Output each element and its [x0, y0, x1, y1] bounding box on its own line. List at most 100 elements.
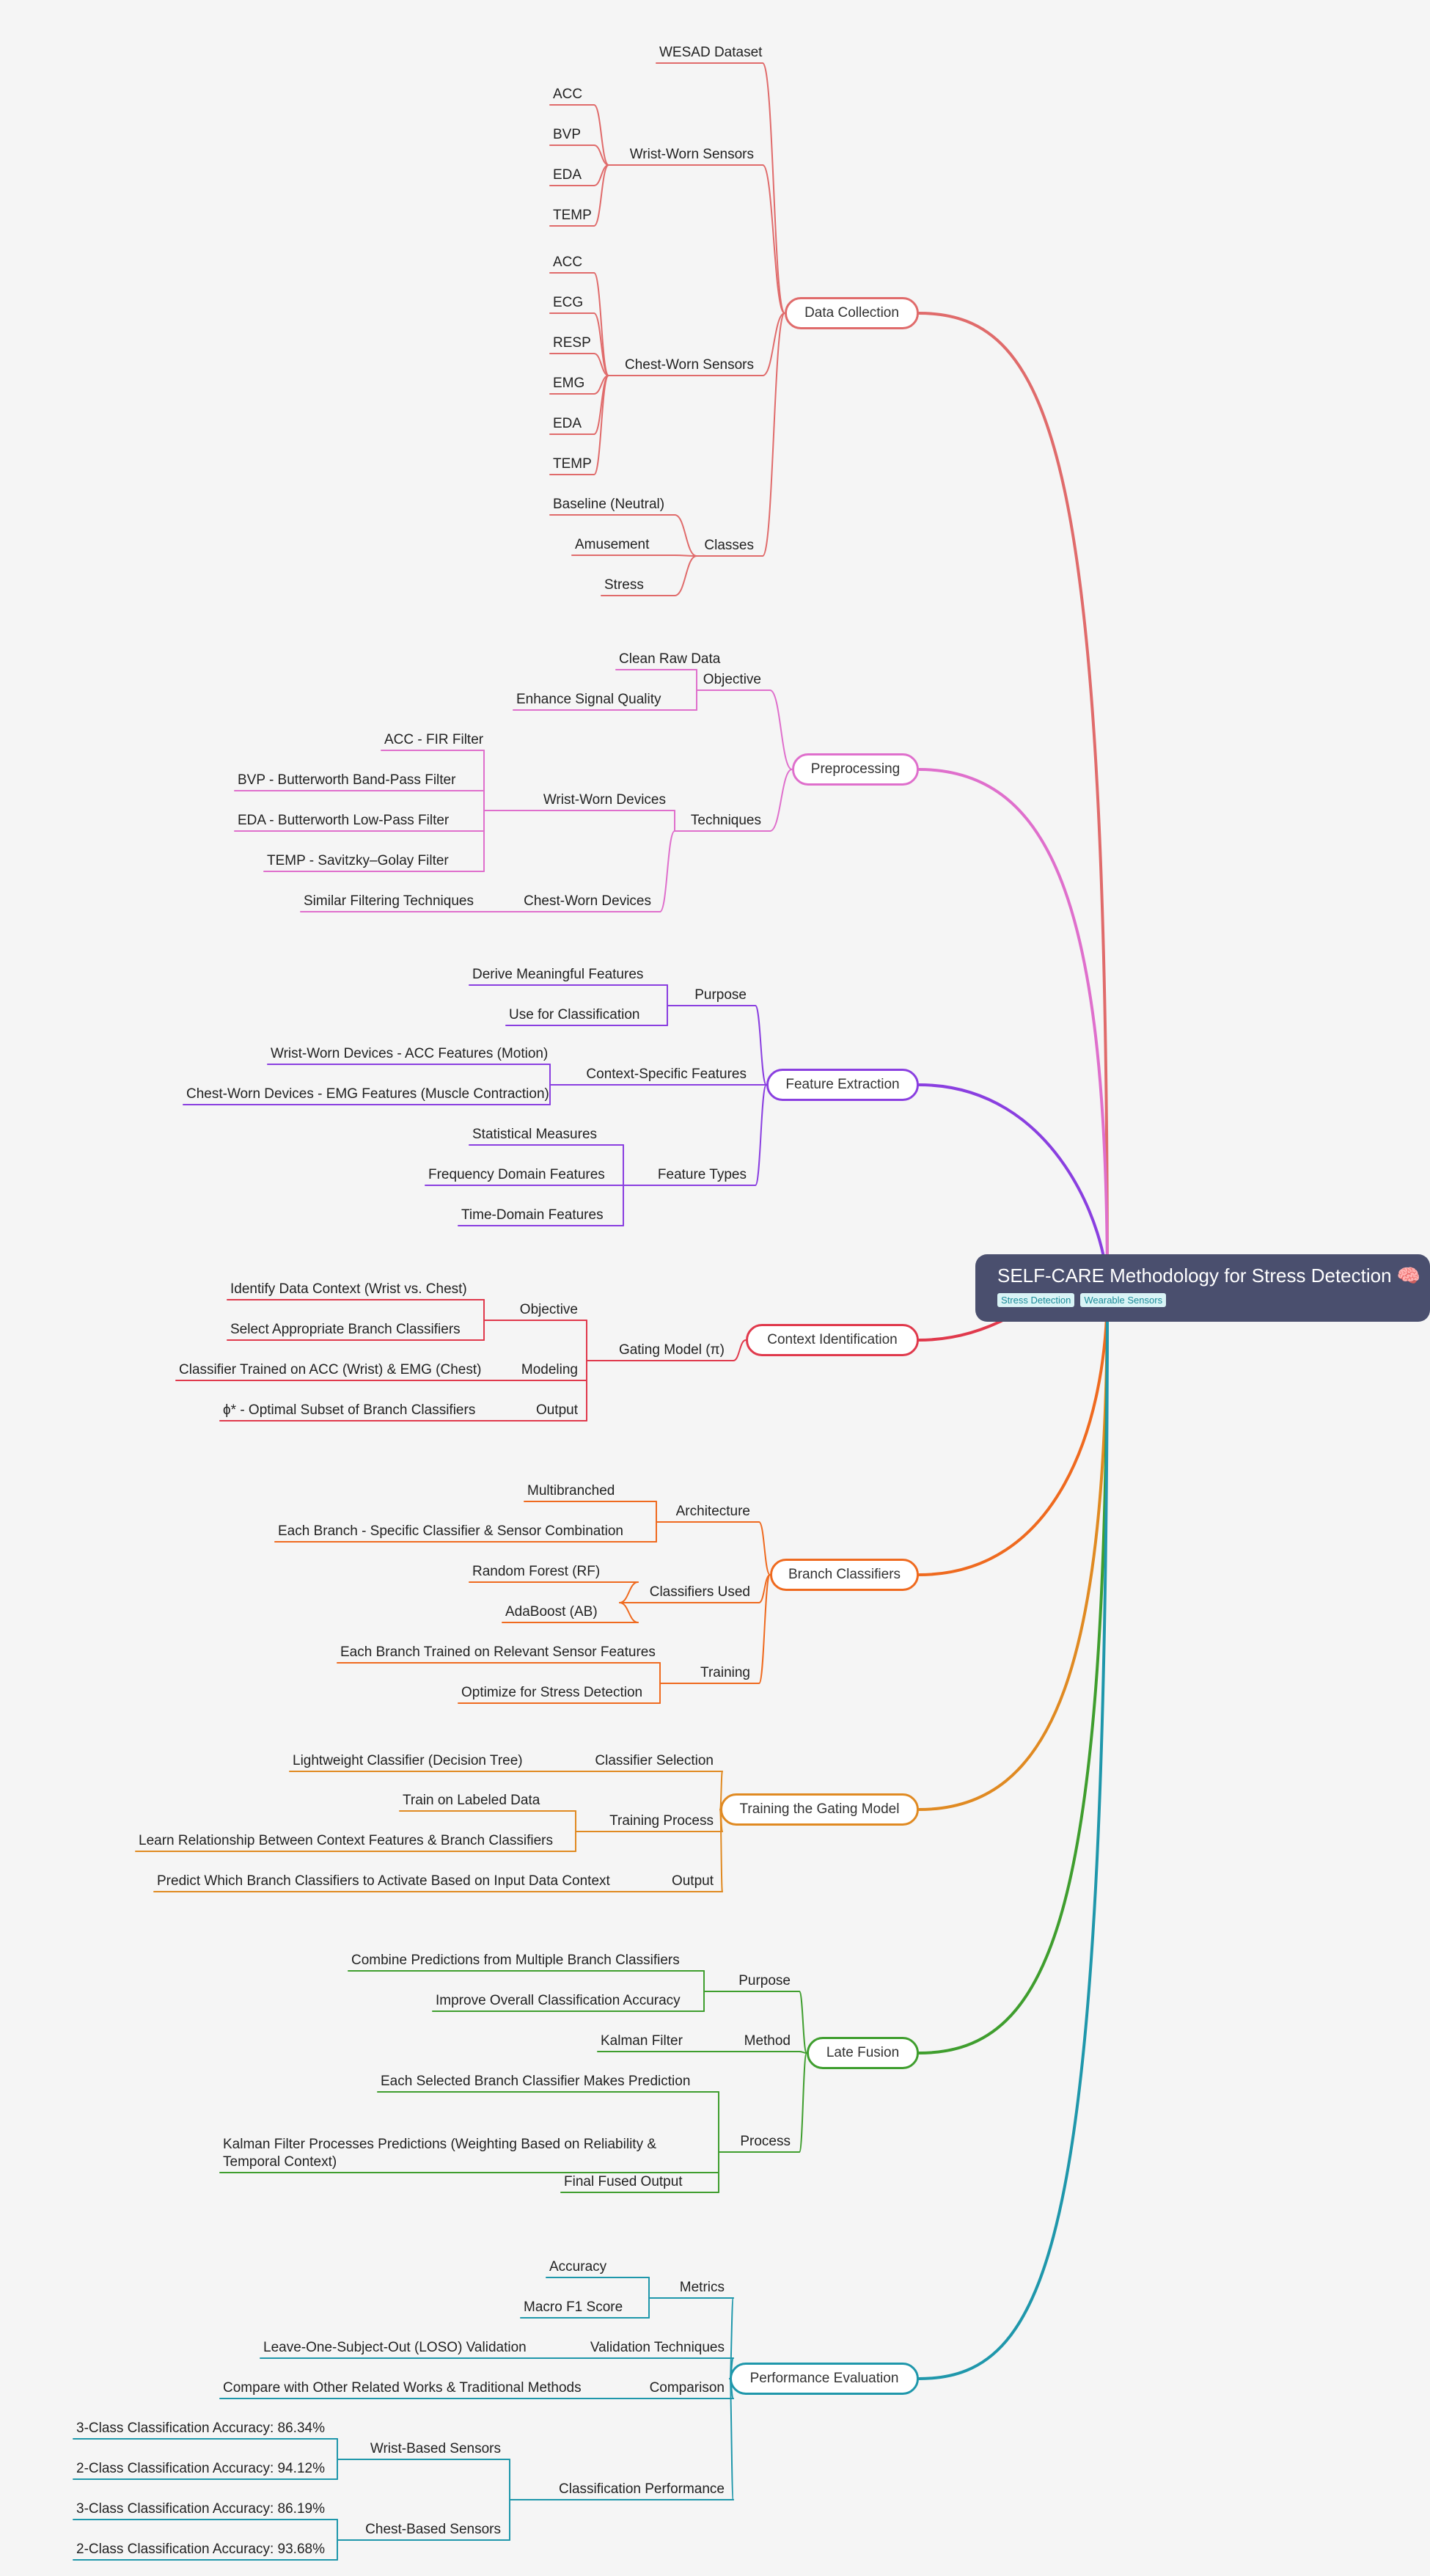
node-purpose[interactable]: Purpose [738, 1973, 791, 1988]
node-each-branch-specific-classifier-sensor-c[interactable]: Each Branch - Specific Classifier & Sens… [278, 1523, 623, 1539]
branch-training-the-gating-model[interactable]: Training the Gating Model [720, 1793, 919, 1826]
node-chest-worn-devices[interactable]: Chest-Worn Devices [524, 893, 651, 909]
node-context-specific-features[interactable]: Context-Specific Features [586, 1066, 747, 1082]
node-acc-fir-filter[interactable]: ACC - FIR Filter [384, 732, 484, 747]
node-predict-which-branch-classifiers-to-acti[interactable]: Predict Which Branch Classifiers to Acti… [157, 1873, 610, 1889]
connector-line [593, 164, 609, 227]
node-derive-meaningful-features[interactable]: Derive Meaningful Features [472, 967, 644, 982]
node-method[interactable]: Method [744, 2033, 791, 2049]
node-ecg[interactable]: ECG [553, 295, 584, 310]
node-train-on-labeled-data[interactable]: Train on Labeled Data [403, 1793, 540, 1808]
connector-line [619, 1602, 639, 1623]
tag-stress-detection[interactable]: Stress Detection [997, 1293, 1075, 1307]
node-select-appropriate-branch-classifiers[interactable]: Select Appropriate Branch Classifiers [230, 1322, 461, 1337]
node-random-forest-rf[interactable]: Random Forest (RF) [472, 1564, 601, 1579]
node-comparison[interactable]: Comparison [649, 2380, 725, 2396]
branch-late-fusion[interactable]: Late Fusion [807, 2037, 919, 2069]
node-classification-performance[interactable]: Classification Performance [559, 2481, 725, 2497]
node-3-class-classification-accuracy-86-34[interactable]: 3-Class Classification Accuracy: 86.34% [76, 2421, 325, 2436]
node-compare-with-other-related-works-traditi[interactable]: Compare with Other Related Works & Tradi… [223, 2380, 582, 2396]
node-classifier-selection[interactable]: Classifier Selection [595, 1753, 714, 1768]
node-kalman-filter-processes-predictions-weig[interactable]: Kalman Filter Processes Predictions (Wei… [223, 2137, 657, 2170]
node-similar-filtering-techniques[interactable]: Similar Filtering Techniques [304, 893, 474, 909]
node-wrist-worn-sensors[interactable]: Wrist-Worn Sensors [629, 147, 754, 162]
node-optimize-for-stress-detection[interactable]: Optimize for Stress Detection [461, 1685, 643, 1700]
branch-feature-extraction[interactable]: Feature Extraction [766, 1069, 919, 1101]
node-temp[interactable]: TEMP [553, 208, 592, 223]
node-wrist-worn-devices-acc-features-motion[interactable]: Wrist-Worn Devices - ACC Features (Motio… [271, 1046, 549, 1061]
node-eda-butterworth-low-pass-filter[interactable]: EDA - Butterworth Low-Pass Filter [238, 813, 450, 828]
node-eda[interactable]: EDA [553, 416, 582, 431]
node-chest-based-sensors[interactable]: Chest-Based Sensors [365, 2522, 501, 2537]
node-improve-overall-classification-accuracy[interactable]: Improve Overall Classification Accuracy [436, 1993, 681, 2008]
node-3-class-classification-accuracy-86-19[interactable]: 3-Class Classification Accuracy: 86.19% [76, 2501, 325, 2517]
node-objective[interactable]: Objective [703, 672, 761, 687]
node-final-fused-output[interactable]: Final Fused Output [564, 2174, 683, 2189]
node-classifiers-used[interactable]: Classifiers Used [649, 1584, 750, 1600]
node-eda[interactable]: EDA [553, 167, 582, 183]
node-techniques[interactable]: Techniques [690, 813, 761, 828]
node-process[interactable]: Process [740, 2134, 791, 2149]
node-macro-f1-score[interactable]: Macro F1 Score [524, 2299, 623, 2315]
node-wrist-worn-devices[interactable]: Wrist-Worn Devices [543, 792, 666, 808]
node-metrics[interactable]: Metrics [679, 2280, 725, 2295]
branch-data-collection[interactable]: Data Collection [785, 297, 919, 329]
connector-line [755, 1005, 767, 1086]
node-2-class-classification-accuracy-93-68[interactable]: 2-Class Classification Accuracy: 93.68% [76, 2542, 325, 2557]
node-gating-model[interactable]: Gating Model (π) [618, 1342, 725, 1358]
node-classes[interactable]: Classes [704, 538, 754, 553]
node-accuracy[interactable]: Accuracy [549, 2259, 607, 2275]
node-purpose[interactable]: Purpose [694, 987, 747, 1003]
node-use-for-classification[interactable]: Use for Classification [509, 1007, 640, 1022]
node-amusement[interactable]: Amusement [575, 537, 650, 552]
node-time-domain-features[interactable]: Time-Domain Features [461, 1207, 604, 1223]
tag-wearable-sensors[interactable]: Wearable Sensors [1080, 1293, 1167, 1307]
branch-context-identification[interactable]: Context Identification [746, 1324, 919, 1356]
node-lightweight-classifier-decision-tree[interactable]: Lightweight Classifier (Decision Tree) [293, 1753, 523, 1768]
node-acc[interactable]: ACC [553, 87, 583, 102]
node-modeling[interactable]: Modeling [521, 1362, 578, 1377]
node-resp[interactable]: RESP [553, 335, 591, 351]
node-chest-worn-sensors[interactable]: Chest-Worn Sensors [625, 357, 754, 373]
node-identify-data-context-wrist-vs-chest[interactable]: Identify Data Context (Wrist vs. Chest) [230, 1281, 467, 1297]
node-acc[interactable]: ACC [553, 255, 583, 270]
node-validation-techniques[interactable]: Validation Techniques [590, 2340, 725, 2355]
branch-performance-evaluation[interactable]: Performance Evaluation [730, 2363, 919, 2395]
node-statistical-measures[interactable]: Statistical Measures [472, 1127, 598, 1142]
node-leave-one-subject-out-loso-validation[interactable]: Leave-One-Subject-Out (LOSO) Validation [263, 2340, 527, 2355]
node-bvp[interactable]: BVP [553, 127, 582, 142]
node-training[interactable]: Training [700, 1665, 750, 1680]
node-frequency-domain-features[interactable]: Frequency Domain Features [428, 1167, 605, 1182]
node-wesad-dataset[interactable]: WESAD Dataset [659, 45, 763, 60]
node-adaboost-ab[interactable]: AdaBoost (AB) [505, 1604, 598, 1620]
node-stress[interactable]: Stress [604, 577, 644, 593]
node-training-process[interactable]: Training Process [609, 1813, 714, 1829]
node-2-class-classification-accuracy-94-12[interactable]: 2-Class Classification Accuracy: 94.12% [76, 2461, 325, 2476]
node-combine-predictions-from-multiple-branch[interactable]: Combine Predictions from Multiple Branch… [351, 1953, 680, 1968]
branch-branch-classifiers[interactable]: Branch Classifiers [770, 1559, 919, 1591]
node-output[interactable]: Output [535, 1402, 578, 1418]
node-kalman-filter[interactable]: Kalman Filter [601, 2033, 683, 2049]
node-temp[interactable]: TEMP [553, 456, 592, 472]
node-feature-types[interactable]: Feature Types [657, 1167, 747, 1182]
node-learn-relationship-between-context-featu[interactable]: Learn Relationship Between Context Featu… [139, 1833, 554, 1848]
node-enhance-signal-quality[interactable]: Enhance Signal Quality [516, 692, 661, 707]
node-baseline-neutral[interactable]: Baseline (Neutral) [553, 497, 665, 512]
node-each-selected-branch-classifier-makes-pr[interactable]: Each Selected Branch Classifier Makes Pr… [381, 2074, 691, 2089]
node-multibranched[interactable]: Multibranched [527, 1483, 615, 1499]
node-optimal-subset-of-branch-classifiers[interactable]: ϕ* - Optimal Subset of Branch Classifier… [223, 1402, 476, 1418]
root-node[interactable]: SELF-CARE Methodology for Stress Detecti… [975, 1254, 1430, 1322]
node-emg[interactable]: EMG [553, 376, 585, 391]
node-each-branch-trained-on-relevant-sensor-f[interactable]: Each Branch Trained on Relevant Sensor F… [340, 1644, 656, 1660]
node-objective[interactable]: Objective [519, 1302, 578, 1317]
node-clean-raw-data[interactable]: Clean Raw Data [619, 651, 721, 667]
node-bvp-butterworth-band-pass-filter[interactable]: BVP - Butterworth Band-Pass Filter [238, 772, 456, 788]
node-output[interactable]: Output [671, 1873, 714, 1889]
node-temp-savitzky-golay-filter[interactable]: TEMP - Savitzky–Golay Filter [267, 853, 449, 868]
node-wrist-based-sensors[interactable]: Wrist-Based Sensors [370, 2441, 501, 2456]
branch-preprocessing[interactable]: Preprocessing [792, 753, 919, 786]
node-classifier-trained-on-acc-wrist-emg-ches[interactable]: Classifier Trained on ACC (Wrist) & EMG … [179, 1362, 482, 1377]
node-architecture[interactable]: Architecture [675, 1504, 750, 1519]
node-chest-worn-devices-emg-features-muscle-c[interactable]: Chest-Worn Devices - EMG Features (Muscl… [186, 1086, 549, 1102]
